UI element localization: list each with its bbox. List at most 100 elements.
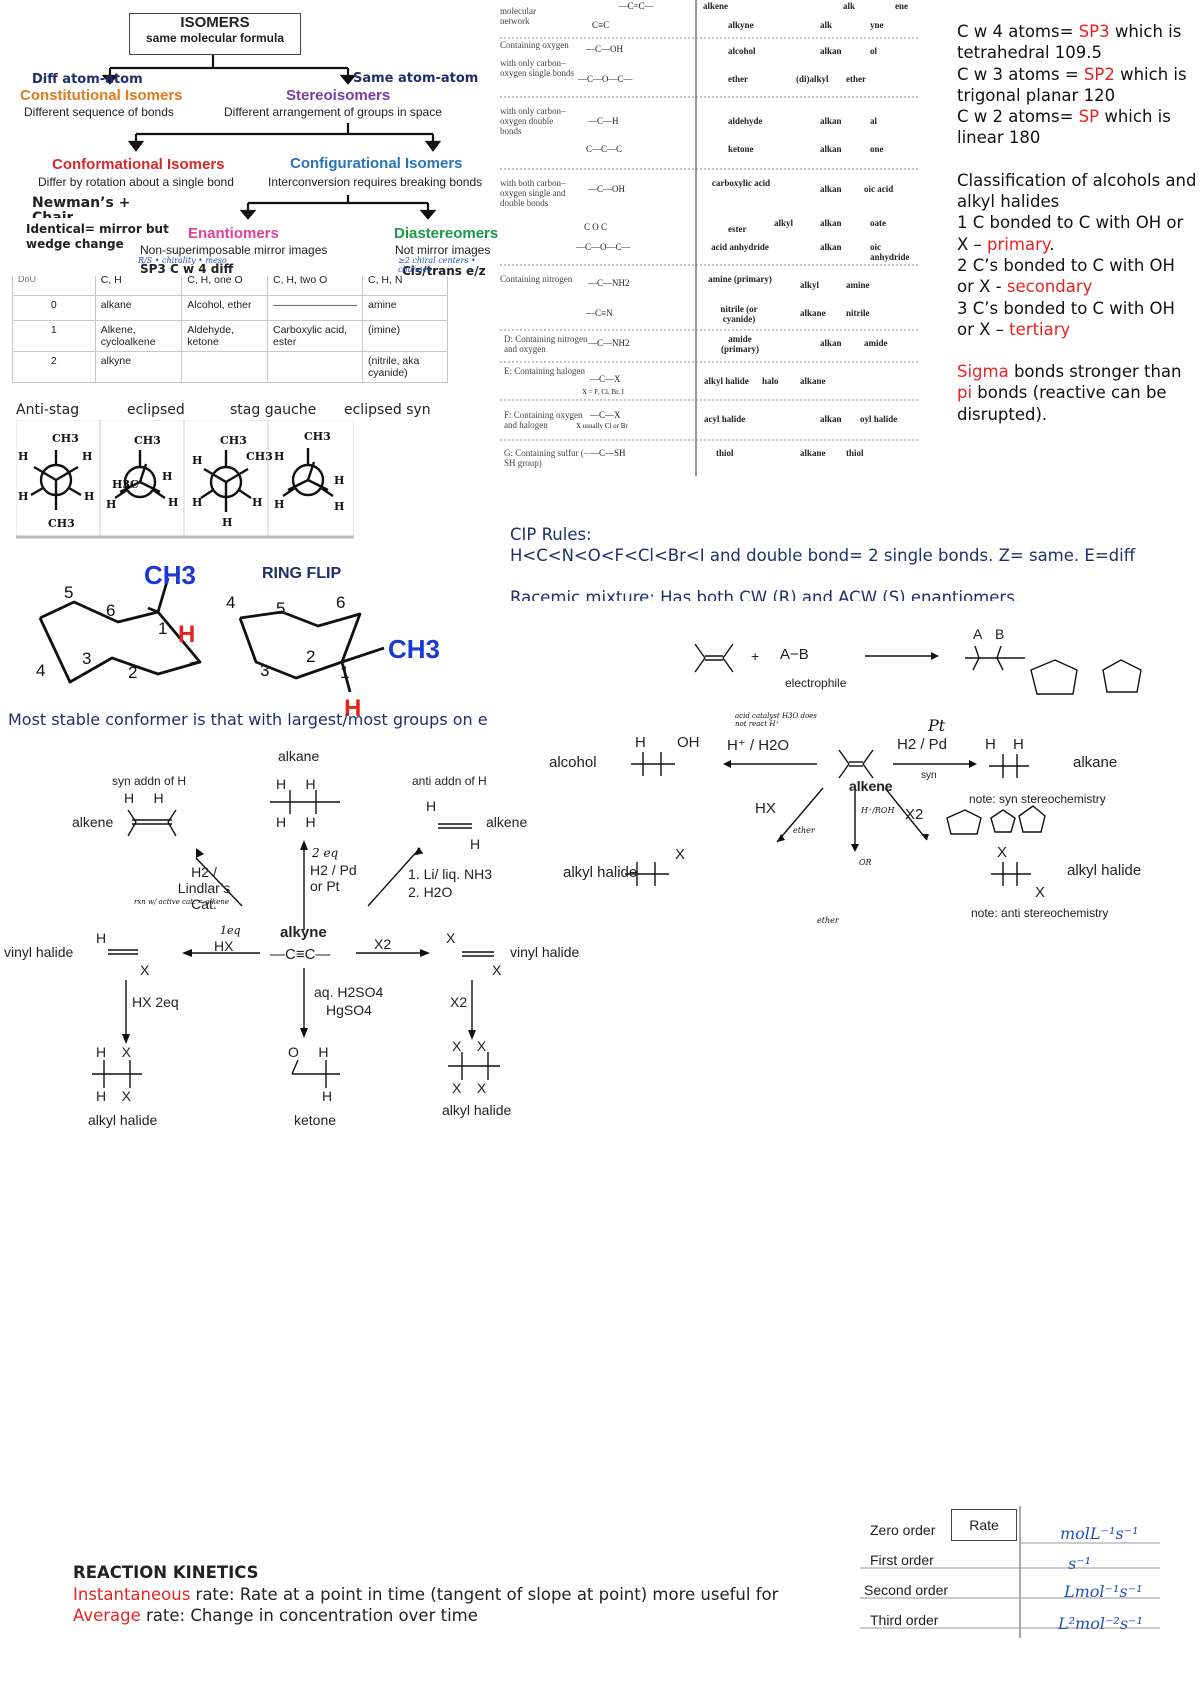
fg-struct: —C—NH2 — [588, 338, 630, 348]
diastereomers-subtitle: Not mirror images — [395, 243, 491, 257]
fg-root: alkan — [820, 338, 842, 348]
newman-atom: H — [252, 496, 262, 509]
hgso4-reagent: HgSO4 — [326, 1002, 372, 1018]
syn-h-pair: H H — [124, 790, 164, 806]
sp3-note: SP3 C w 4 diff — [140, 262, 234, 276]
fg-struct: —C—OH — [588, 184, 626, 194]
configurational-isomers: Configurational Isomers — [290, 155, 463, 172]
fg-suffix: nitrile — [846, 308, 870, 318]
order-label: Second order — [864, 1582, 949, 1598]
ring-number: 3 — [82, 649, 91, 668]
ring-number: 6 — [336, 593, 345, 612]
ring-number: 2 — [306, 647, 315, 666]
fg-name: nitrile (or cyanide) — [720, 304, 758, 324]
fg-suffix: oic acid — [864, 184, 894, 194]
fg-name: acid anhydride — [711, 242, 769, 252]
cis-trans-note: Cis/trans e/z — [402, 264, 486, 278]
fg-name: alkyne — [728, 20, 754, 30]
acid-cat-note: acid catalyst H3O does not react H⁺ — [735, 712, 817, 728]
ether-product-label: ether — [817, 916, 839, 925]
li-nh3-step: 1. Li/ liq. NH3 — [408, 866, 493, 882]
table-cell: (nitrile, aka cyanide) — [361, 351, 448, 383]
alkane-h2: H — [1013, 736, 1024, 753]
or-note: OR — [859, 858, 872, 867]
table-cell: (imine) — [361, 320, 448, 352]
alkyne-formula: —C≡C— — [270, 946, 331, 963]
fg-suffix: oic anhydride — [870, 242, 910, 262]
anti-addn-label: anti addn of H — [412, 774, 487, 788]
fg-struct: —C—H — [588, 116, 619, 126]
table-cell: 1 — [12, 320, 96, 352]
cip-rule: H<C<N<O<F<Cl<Br<I and double bond= 2 sin… — [510, 546, 1136, 565]
ether-note: ether — [793, 826, 815, 835]
fg-prefix: halo — [762, 376, 779, 386]
fg-root: alkane — [800, 448, 826, 458]
order-label: First order — [870, 1552, 934, 1568]
ring-number: 6 — [106, 601, 115, 620]
fg-struct: —C—O—C— — [576, 242, 631, 252]
fg-suffix: oate — [870, 218, 886, 228]
ring-number: 4 — [226, 593, 235, 612]
conformational-subtitle: Differ by rotation about a single bond — [38, 175, 234, 189]
fg-root: (di)alkyl — [796, 74, 829, 84]
fg-name: alcohol — [728, 46, 756, 56]
newman-label-eclipsed: eclipsed — [127, 402, 185, 418]
fg-group: with both carbon–oxygen single and doubl… — [500, 178, 566, 208]
sp2-line: C w 3 atoms = SP2 which is trigonal plan… — [957, 64, 1187, 105]
fg-root: alkan — [820, 242, 842, 252]
isomer-tree-arrows — [101, 54, 442, 220]
fg-group: E: Containing halogen — [504, 366, 585, 376]
newman-atom: CH3 — [134, 434, 161, 447]
x2-reagent-down: X2 — [450, 994, 468, 1010]
cip-title: CIP Rules: — [510, 525, 592, 544]
newman-atom: H — [192, 454, 202, 467]
newman-atom: H — [334, 500, 344, 513]
vinyl-halide-left: vinyl halide — [4, 944, 74, 960]
anti-x-bottom: X — [1035, 884, 1046, 901]
fg-name: alkyl halide — [704, 376, 749, 386]
newman-label-gauche: stag gauche — [230, 402, 317, 418]
alkene-right-label: alkene — [486, 814, 528, 830]
x2-reagent-top: X2 — [374, 936, 392, 952]
fg-struct: C≡C — [592, 20, 610, 30]
tertiary-line: 3 C’s bonded to C with OH or X – tertiar… — [957, 298, 1175, 339]
conformational-isomers: Conformational Isomers — [52, 156, 225, 173]
vinyl-left-x: X — [140, 962, 150, 978]
rate-units: s⁻¹ — [1068, 1554, 1092, 1573]
fg-struct: C—C—C — [586, 144, 623, 154]
fg-name: ether — [728, 74, 748, 84]
newman-atom: H — [162, 470, 172, 483]
newman-atom: CH3 — [304, 430, 331, 443]
syn-stereo-note: note: syn stereochemistry — [969, 792, 1106, 806]
alkyl-halide-left-label: alkyl halide — [88, 1112, 158, 1128]
alkane-bottom-h: H H — [276, 814, 316, 830]
newman-label-anti: Anti-stag — [16, 402, 80, 418]
newman-note: Newman’s + — [32, 195, 131, 211]
table-cell: 0 — [12, 295, 96, 321]
table-cell: alkane — [94, 295, 183, 321]
fg-suffix: ether — [846, 74, 866, 84]
fg-struct: —C≡N — [586, 308, 613, 318]
rate-table-lines — [860, 1506, 1160, 1638]
isomer-tree: ISOMERS same molecular formula Diff atom… — [18, 10, 503, 278]
identical-note: Identical= mirror but wedge change — [26, 222, 169, 251]
table-cell: Alkene, cycloalkene — [94, 320, 183, 352]
alkyl-halide-right-bottom: X X — [452, 1080, 487, 1096]
alcohol-oh: OH — [677, 734, 700, 751]
fg-group: F: Containing oxygen and halogen — [504, 410, 583, 430]
ring-number: 2 — [128, 663, 137, 682]
stable-conformer-note: Most stable conformer is that with large… — [8, 710, 488, 729]
fg-name: amide (primary) — [721, 334, 759, 354]
rate-units: molL⁻¹s⁻¹ — [1060, 1524, 1139, 1543]
reaction-kinetics: REACTION KINETICS Instantaneous rate: Ra… — [73, 1562, 853, 1627]
vinyl-left-h: H — [96, 930, 107, 946]
alcohol-h: H — [635, 734, 646, 751]
one-eq-note: 1eq — [220, 924, 241, 937]
table-cell: Alcohol, ether — [181, 295, 268, 321]
fg-struct: —C—OH — [586, 44, 624, 54]
fg-root: alk — [843, 1, 856, 11]
ketone-label: ketone — [294, 1112, 337, 1128]
ring-number: 5 — [64, 583, 73, 602]
newman-atom: H3C — [112, 478, 139, 491]
instantaneous-line: Instantaneous rate: Rate at a point in t… — [73, 1584, 779, 1604]
